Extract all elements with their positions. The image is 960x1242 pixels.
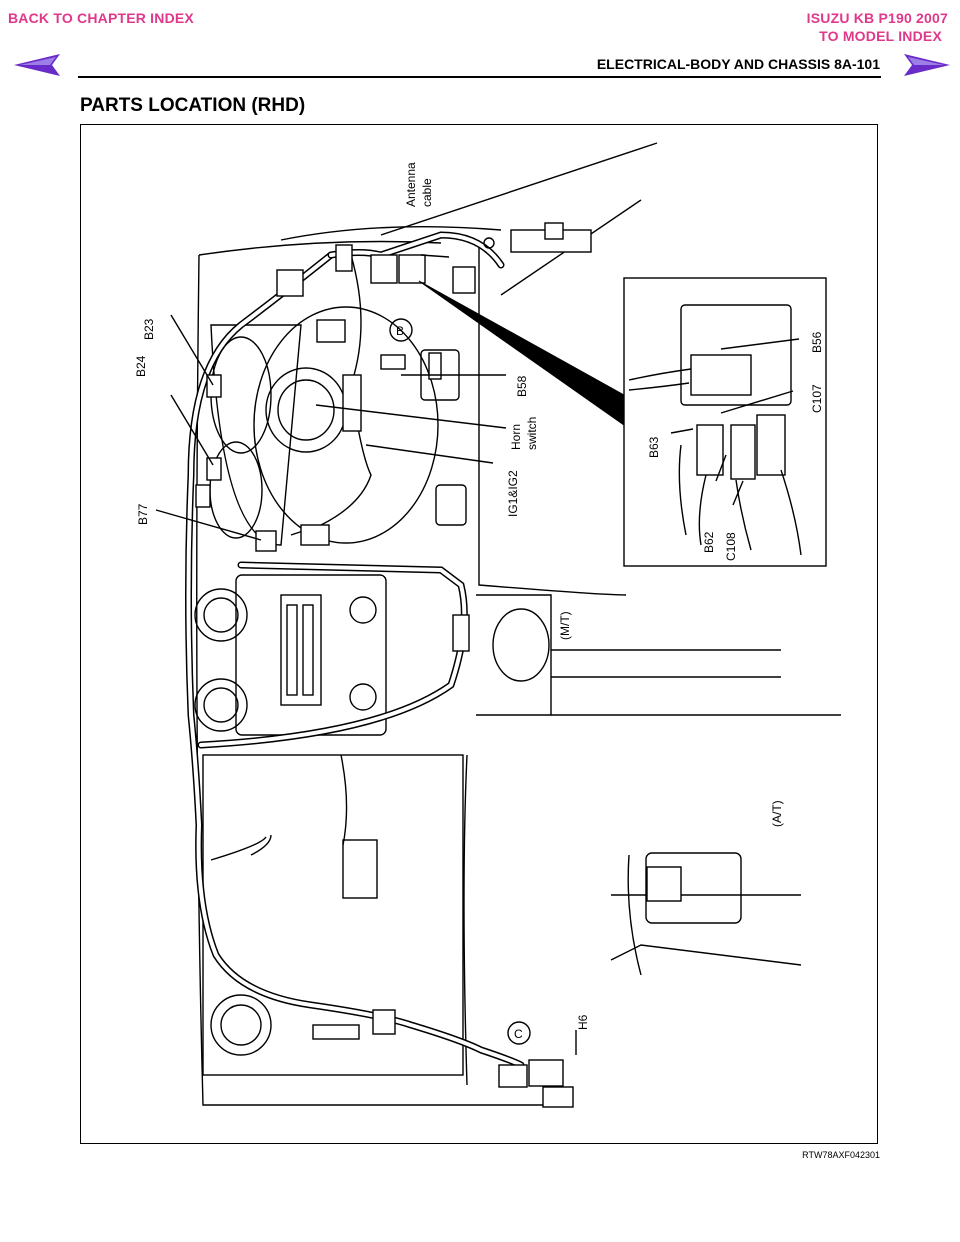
- circle-c-label: C: [514, 1027, 523, 1041]
- parts-location-figure: B C Antenna cable B23 B24 B58 Horn switc…: [80, 124, 878, 1144]
- section-title: PARTS LOCATION (RHD): [80, 95, 306, 116]
- h6-label: H6: [576, 1014, 590, 1030]
- at-label: (A/T): [770, 800, 784, 827]
- antenna-label-line1: Antenna: [404, 162, 418, 207]
- right-arrow-icon[interactable]: [902, 52, 952, 78]
- ig-label: IG1&IG2: [506, 470, 520, 517]
- mt-label: (M/T): [558, 611, 572, 640]
- b63-label: B63: [647, 436, 661, 458]
- inset-box: [623, 277, 827, 567]
- b58-label: B58: [515, 375, 529, 397]
- horn-label-line1: Horn: [509, 424, 523, 450]
- b77-label: B77: [136, 503, 150, 525]
- b62-label: B62: [702, 531, 716, 553]
- header-rule: [78, 76, 881, 78]
- page-header: ELECTRICAL-BODY AND CHASSIS 8A-101: [596, 56, 880, 72]
- harness-diagram: B C Antenna cable B23 B24 B58 Horn switc…: [134, 142, 841, 1108]
- circle-b-label: B: [396, 324, 404, 338]
- back-to-chapter-index-link[interactable]: BACK TO CHAPTER INDEX: [8, 10, 194, 26]
- horn-label-line2: switch: [525, 417, 539, 450]
- model-title-link[interactable]: ISUZU KB P190 2007: [806, 10, 948, 26]
- figure-code: RTW78AXF042301: [802, 1150, 880, 1160]
- b24-label: B24: [134, 355, 148, 377]
- antenna-label-line2: cable: [420, 178, 434, 207]
- to-model-index-link[interactable]: TO MODEL INDEX: [819, 28, 942, 44]
- c108-label: C108: [724, 532, 738, 561]
- c107-label: C107: [810, 384, 824, 413]
- b23-label: B23: [142, 318, 156, 340]
- b56-label: B56: [810, 331, 824, 353]
- left-arrow-icon[interactable]: [12, 52, 62, 78]
